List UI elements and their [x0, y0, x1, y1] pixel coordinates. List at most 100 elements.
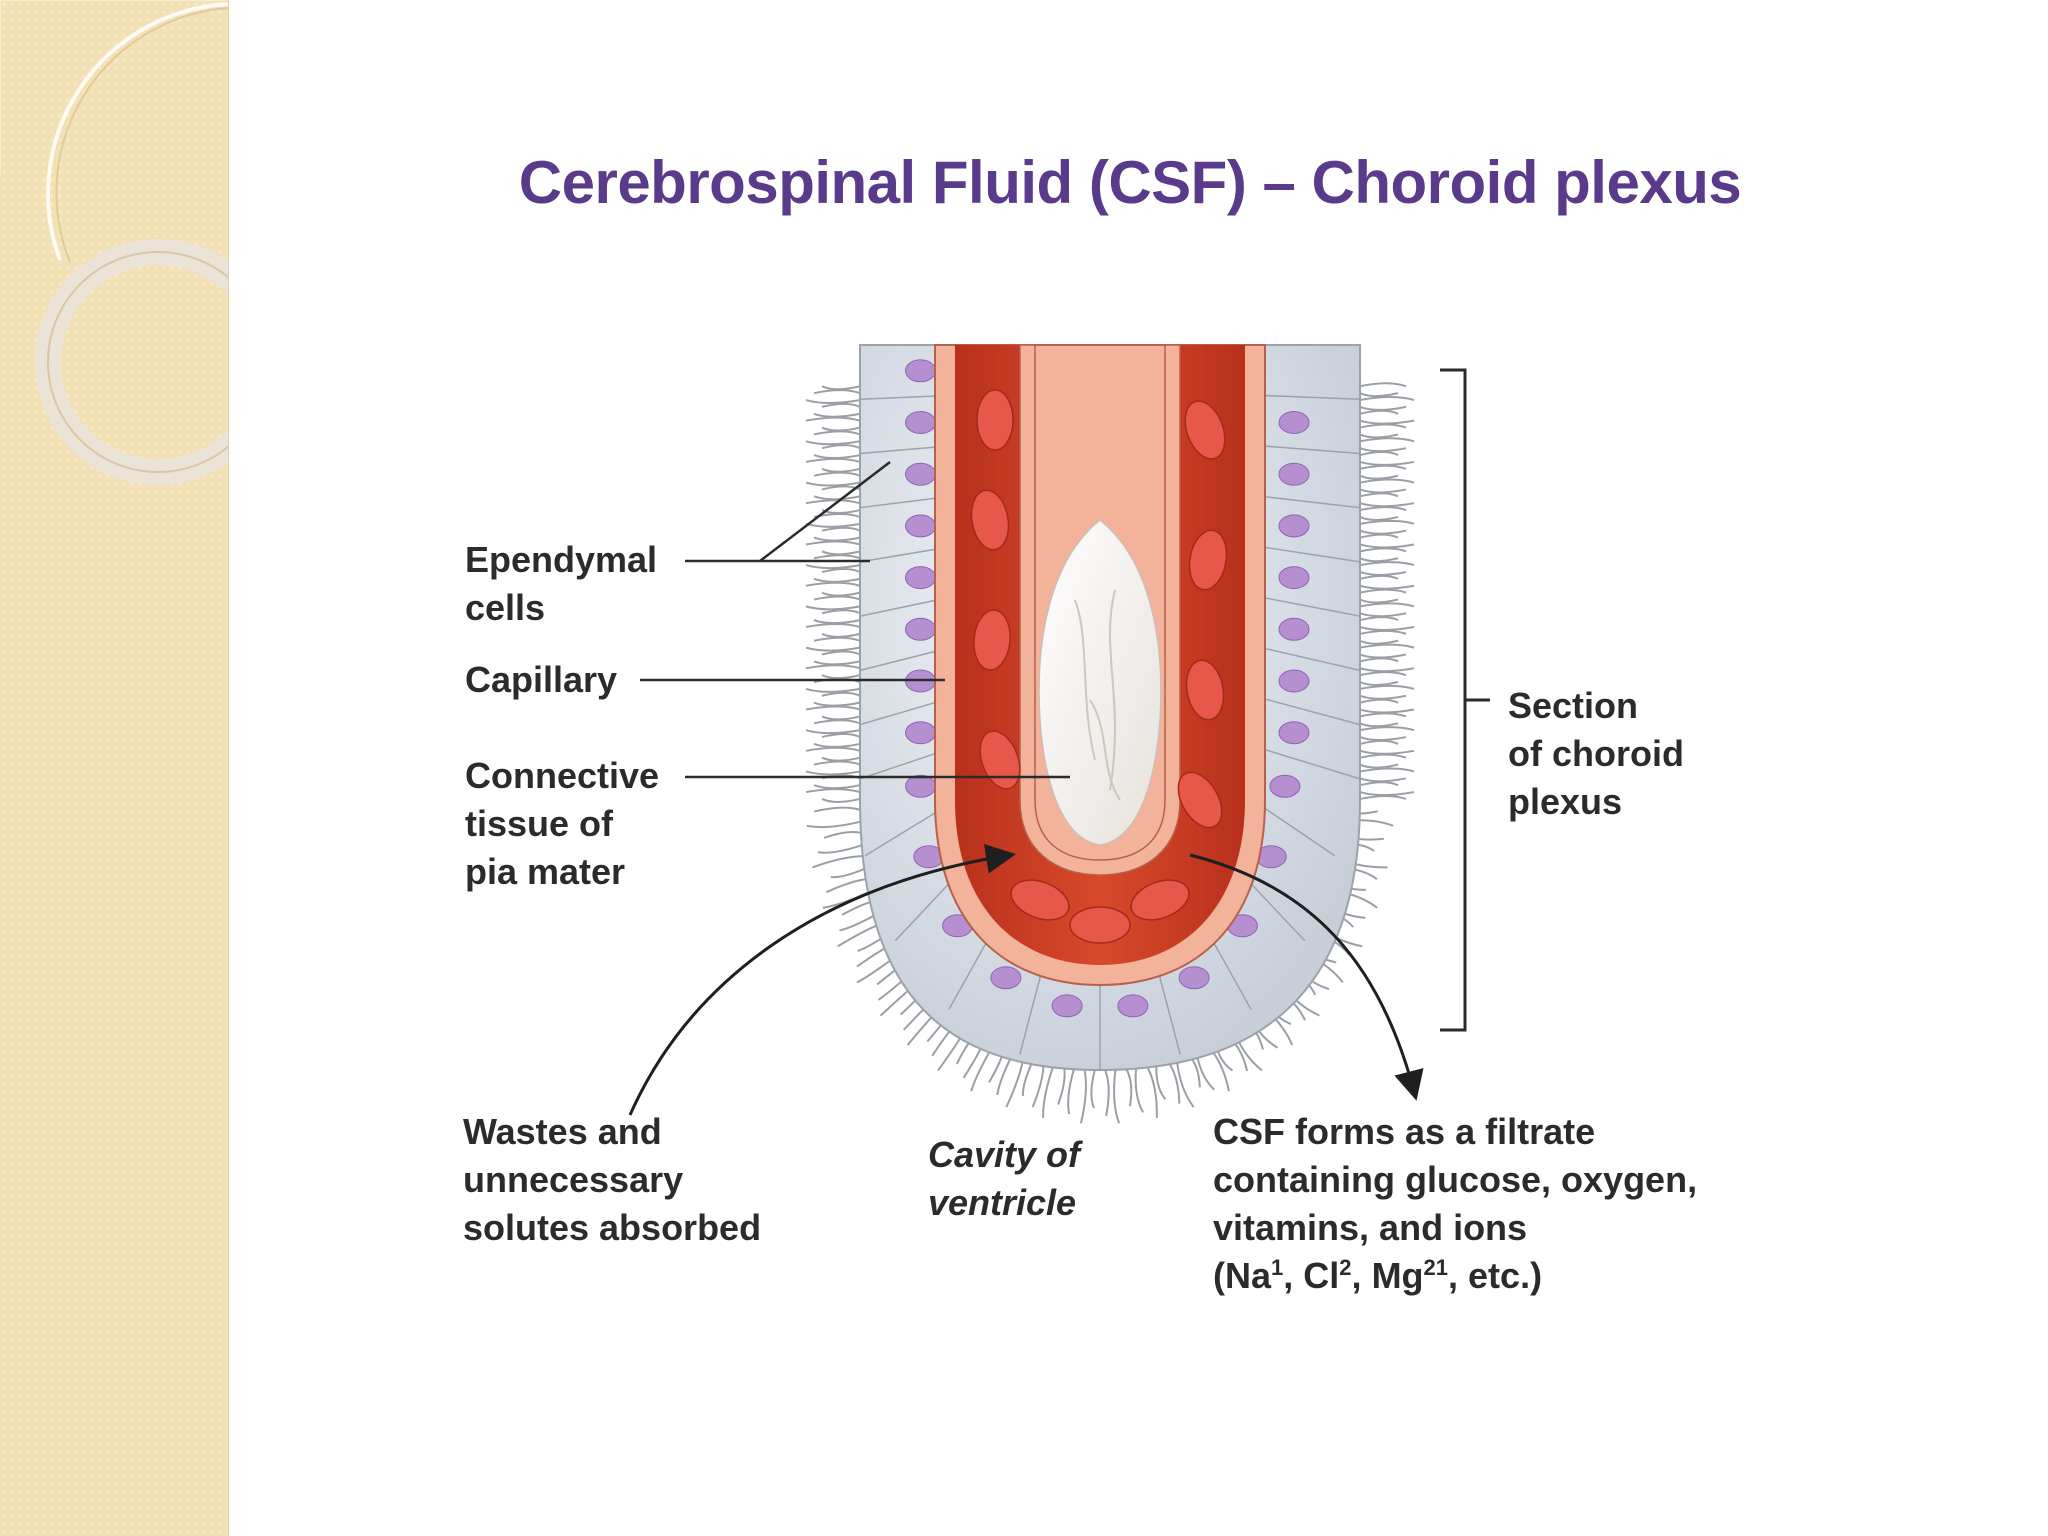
cilium: [1359, 519, 1415, 525]
cilium: [1359, 588, 1407, 594]
cilium: [822, 888, 875, 909]
cilium: [1359, 419, 1415, 425]
decorative-side-panel: [0, 0, 229, 1536]
red-blood-cell: [1010, 879, 1070, 921]
cilium: [805, 481, 861, 487]
cilium: [1359, 739, 1399, 745]
cilium: [1104, 1069, 1110, 1117]
cilium: [1155, 1062, 1167, 1100]
ion-list: (Na1, Cl2, Mg21, etc.): [1213, 1252, 1697, 1300]
cilium: [821, 674, 861, 680]
label-line: pia mater: [465, 851, 626, 892]
cilium: [1359, 749, 1415, 755]
nucleus: [1051, 994, 1083, 1018]
cilium: [813, 389, 861, 395]
cilium: [1359, 681, 1399, 687]
cilium: [817, 843, 864, 854]
ependymal-leader-upper: [759, 461, 891, 562]
cilium: [1359, 515, 1399, 521]
cilium: [1359, 653, 1407, 659]
cilium: [821, 797, 861, 803]
nucleus: [905, 462, 936, 486]
cilium: [1359, 447, 1407, 453]
cilium: [805, 564, 861, 570]
cilium: [1359, 626, 1415, 631]
cilium: [1359, 392, 1399, 398]
cilium: [821, 715, 861, 721]
cilium: [1359, 794, 1407, 800]
cilium: [1042, 1064, 1055, 1118]
cilium: [1359, 561, 1415, 567]
cilium: [1359, 639, 1399, 645]
cilium: [805, 687, 861, 693]
cilium: [1359, 722, 1399, 728]
cilium: [1359, 763, 1399, 769]
cilium: [805, 581, 861, 587]
cilium: [812, 855, 866, 869]
label-capillary: Capillary: [465, 656, 617, 704]
ion-cl-charge: 2: [1339, 1255, 1352, 1280]
section-bracket: [1440, 368, 1490, 1032]
red-blood-cell: [1177, 771, 1223, 829]
label-line: Section: [1508, 685, 1639, 726]
red-blood-cell: [1188, 529, 1228, 591]
cilium: [826, 877, 871, 894]
cilium: [1359, 781, 1399, 787]
red-blood-cells: [970, 389, 1228, 944]
nucleus: [905, 411, 936, 434]
nucleus: [1278, 411, 1310, 434]
red-blood-cell: [1185, 659, 1225, 721]
cilium: [821, 632, 861, 638]
nucleus: [905, 721, 936, 745]
cilium: [1359, 726, 1415, 732]
capillary-inner-wall: [1019, 344, 1181, 876]
label-connective-tissue: Connective tissue of pia mater: [465, 752, 659, 896]
cilium: [805, 746, 861, 752]
nucleus: [990, 966, 1022, 990]
cilium: [1359, 574, 1399, 580]
red-blood-cell: [1184, 400, 1226, 460]
cilium: [1359, 488, 1407, 494]
cilium: [813, 619, 861, 625]
decorative-rings: [0, 0, 228, 485]
slide-title: Cerebrospinal Fluid (CSF) – Choroid plex…: [518, 149, 1742, 216]
label-line: vitamins, and ions: [1213, 1207, 1528, 1248]
cilium: [1359, 529, 1407, 535]
cilium: [821, 756, 861, 762]
cilium: [821, 650, 861, 656]
cilium: [821, 385, 861, 391]
red-blood-cell: [1069, 906, 1131, 944]
cilium: [821, 591, 861, 597]
cilium: [1145, 1064, 1158, 1118]
nucleus: [1278, 514, 1310, 538]
cilium: [1359, 451, 1399, 457]
ion-na: Na: [1225, 1255, 1272, 1296]
cilium: [1125, 1067, 1133, 1107]
cilium: [1359, 584, 1415, 590]
nucleus: [1278, 617, 1310, 641]
cilium: [805, 646, 861, 652]
nucleus: [1178, 966, 1210, 990]
nucleus: [1278, 566, 1310, 590]
cilium: [805, 499, 861, 505]
cilium: [821, 567, 861, 573]
cilium: [1090, 1069, 1096, 1109]
ion-mg: Mg: [1371, 1255, 1424, 1296]
nucleus: [905, 566, 936, 590]
cilium: [1057, 1066, 1066, 1105]
cilium: [805, 729, 861, 735]
cilium: [1359, 694, 1407, 700]
cilium: [813, 784, 861, 790]
cilium: [823, 831, 863, 839]
label-line: containing glucose, oxygen,: [1213, 1159, 1698, 1200]
cilium: [805, 399, 861, 405]
label-csf-filtrate: CSF forms as a filtrate containing gluco…: [1213, 1108, 1697, 1300]
cilium: [821, 550, 861, 556]
cilium: [1359, 777, 1407, 783]
cilium: [830, 866, 869, 879]
cilium: [1359, 612, 1407, 618]
cilium: [1359, 684, 1415, 690]
cilium: [805, 605, 861, 611]
cilium: [1359, 437, 1415, 443]
